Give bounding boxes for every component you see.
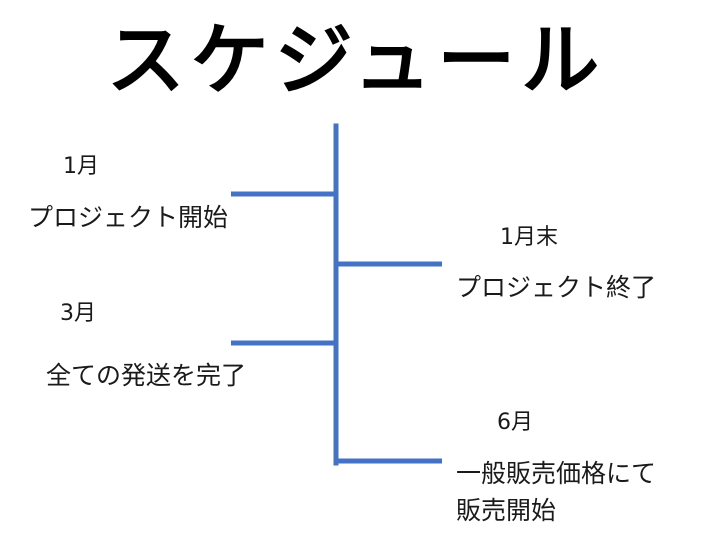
event-date-mar: 3月 [60,301,96,326]
page-title: スケジュール [106,16,606,106]
event-text-jun-line2: 販売開始 [456,496,557,525]
event-text-end-jan: プロジェクト終了 [456,273,657,302]
event-date-end-jan: 1月末 [500,225,558,250]
event-text-jun-line1: 一般販売価格にて [456,459,657,488]
event-date-jan: 1月 [63,154,99,179]
event-text-jan: プロジェクト開始 [28,203,229,232]
event-text-mar: 全ての発送を完了 [46,361,247,390]
event-date-jun: 6月 [497,410,533,435]
